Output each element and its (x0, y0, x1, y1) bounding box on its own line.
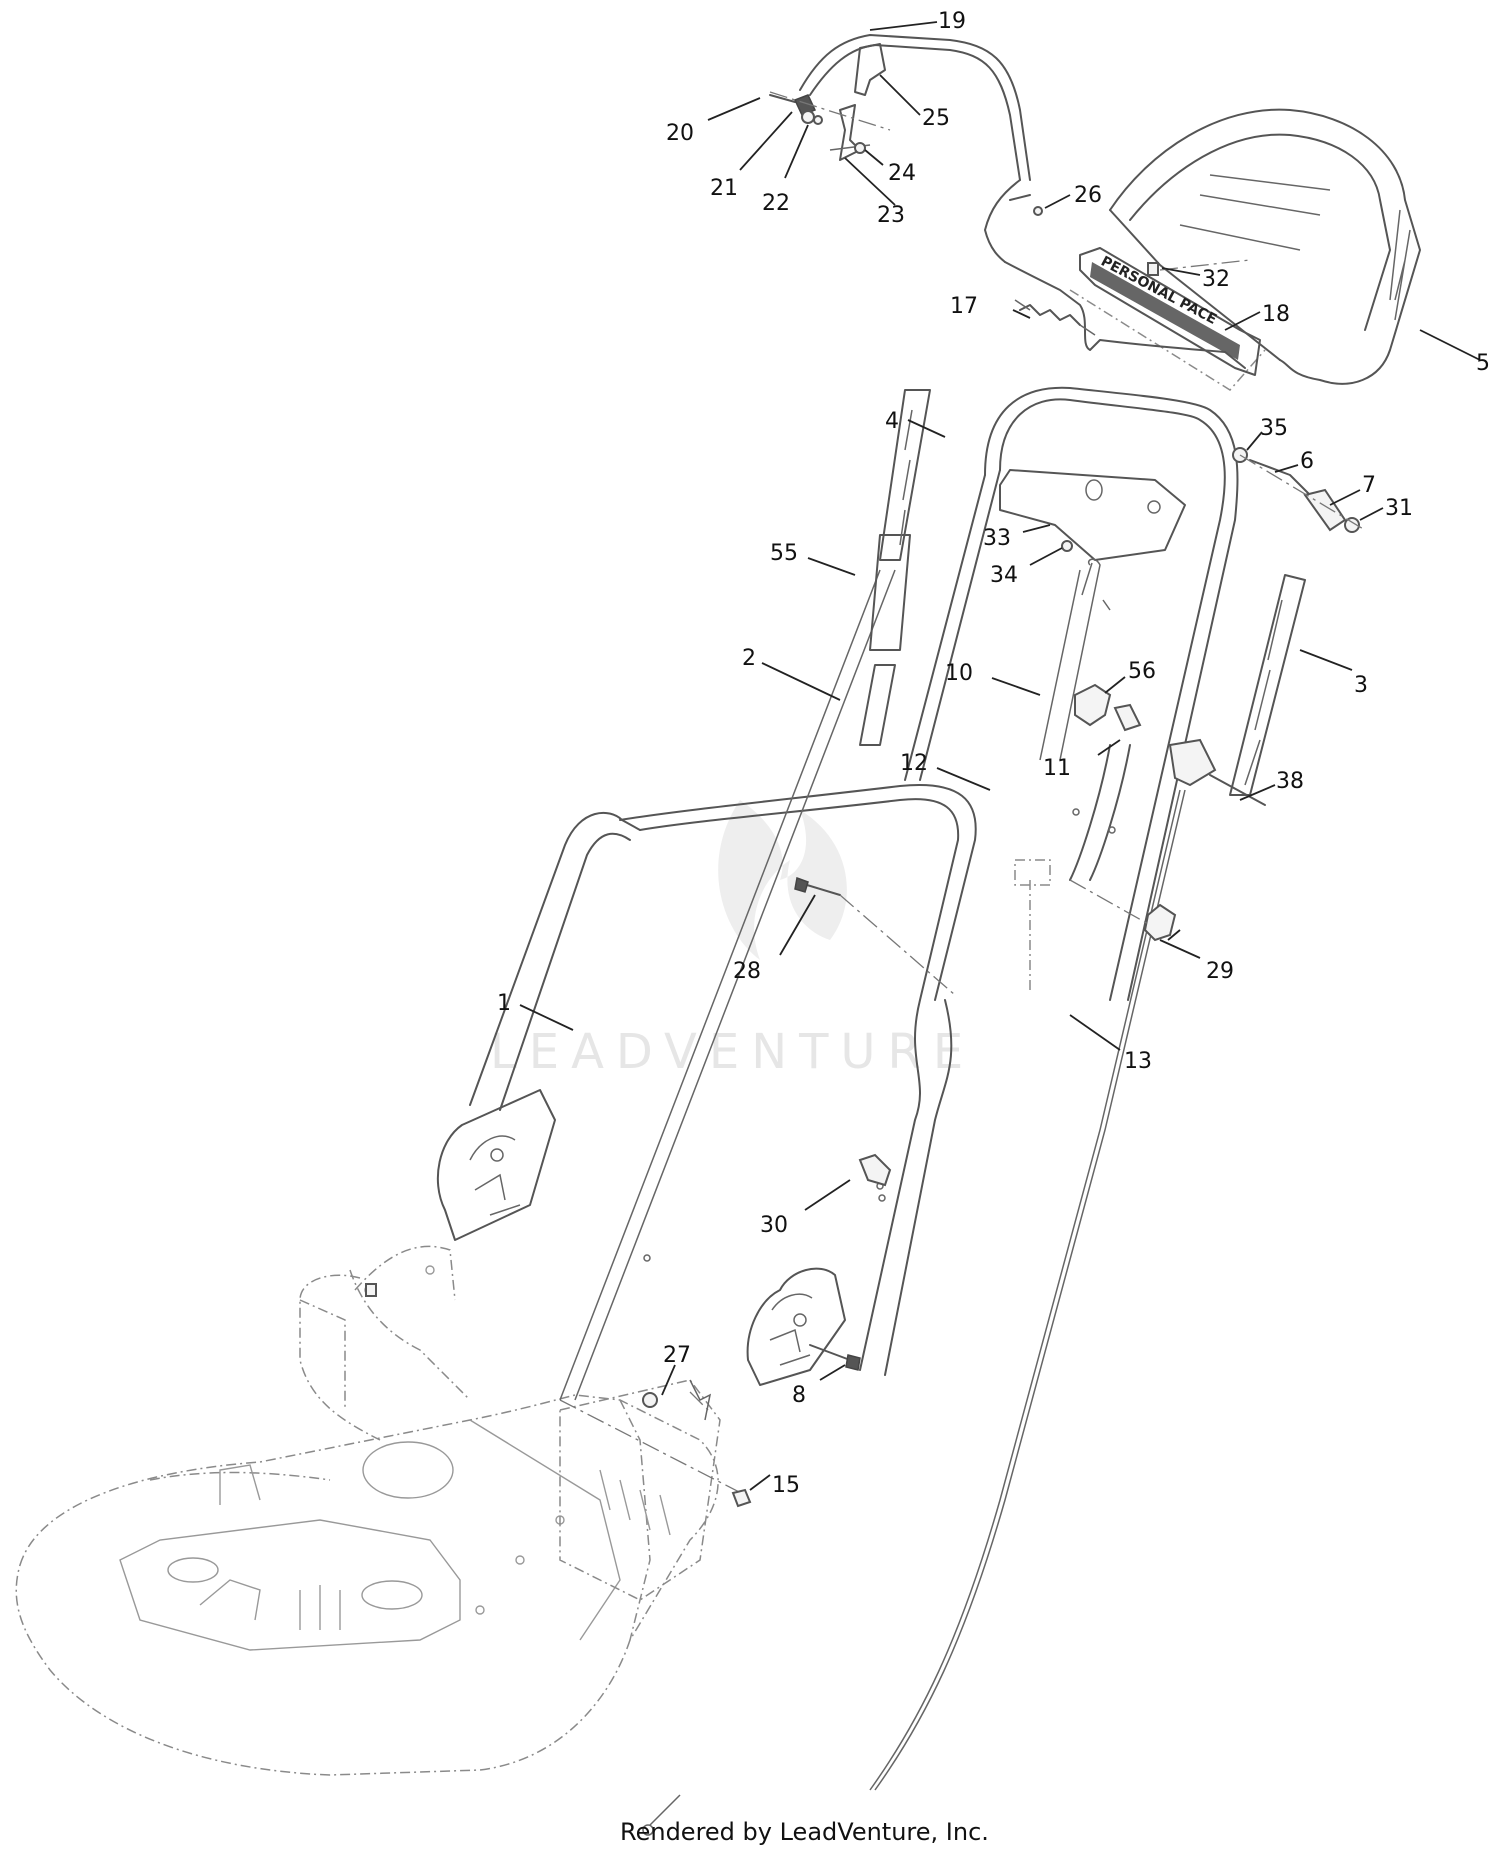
callout-34: 34 (990, 563, 1018, 588)
callout-13: 13 (1124, 1049, 1152, 1074)
callout-8: 8 (792, 1383, 806, 1408)
callout-33: 33 (983, 526, 1011, 551)
callout-32: 32 (1202, 267, 1230, 292)
watermark-flame-icon (718, 800, 847, 960)
callout-31: 31 (1385, 496, 1413, 521)
callout-29: 29 (1206, 959, 1234, 984)
callout-12: 12 (900, 751, 928, 776)
watermark: LEADVENTURE (490, 800, 975, 1080)
spring (1014, 299, 1096, 336)
lever-nut (854, 142, 866, 154)
knob-56 (1074, 683, 1112, 727)
callout-18: 18 (1262, 302, 1290, 327)
bracket-30 (858, 1153, 892, 1187)
upper-handle (859, 386, 1239, 1001)
washer (813, 115, 823, 125)
deck-bolt (365, 1283, 377, 1297)
callout-25: 25 (922, 106, 950, 131)
leader-lines (519, 21, 1481, 1491)
callout-10: 10 (945, 661, 973, 686)
handle-grip-top (1069, 108, 1421, 391)
callout-21: 21 (710, 176, 738, 201)
callout-17: 17 (950, 294, 978, 319)
callout-7: 7 (1362, 473, 1376, 498)
callout-28: 28 (733, 959, 761, 984)
callout-19: 19 (938, 9, 966, 34)
personal-pace-decal: PERSONAL PACE (1079, 247, 1261, 376)
watermark-text: LEADVENTURE (490, 1024, 975, 1080)
callout-27: 27 (663, 1343, 691, 1368)
callout-15: 15 (772, 1473, 800, 1498)
bushing (801, 110, 815, 124)
panel-screw (1061, 540, 1073, 552)
callout-35: 35 (1260, 416, 1288, 441)
callout-22: 22 (762, 191, 790, 216)
clamp-11 (1113, 703, 1142, 732)
callout-24: 24 (888, 161, 916, 186)
callout-56: 56 (1128, 659, 1156, 684)
callout-23: 23 (877, 203, 905, 228)
callout-30: 30 (760, 1213, 788, 1238)
bar-clip (1033, 206, 1043, 216)
callout-20: 20 (666, 121, 694, 146)
callout-5: 5 (1476, 351, 1490, 376)
callout-1: 1 (497, 991, 511, 1016)
callout-11: 11 (1043, 756, 1071, 781)
lower-handle (436, 569, 977, 1401)
callout-55: 55 (770, 541, 798, 566)
nut-27 (642, 1392, 658, 1408)
washer-31 (1344, 517, 1360, 533)
traction-cable (642, 789, 1186, 1836)
mower-deck (15, 1245, 719, 1776)
nut-15 (731, 1488, 752, 1508)
hardware (642, 447, 1366, 1508)
callout-6: 6 (1300, 449, 1314, 474)
callout-2: 2 (742, 646, 756, 671)
grip-screw (1147, 262, 1159, 276)
bushing-7 (1303, 488, 1347, 532)
callout-4: 4 (885, 409, 899, 434)
footer-credit: Rendered by LeadVenture, Inc. (620, 1818, 989, 1846)
control-bar (769, 34, 1246, 369)
cable-housing (1168, 738, 1217, 787)
knob-29 (1143, 903, 1177, 942)
callout-26: 26 (1074, 183, 1102, 208)
callout-38: 38 (1276, 769, 1304, 794)
callouts: 19 20 21 22 23 24 25 26 32 17 18 5 4 35 … (497, 9, 1490, 1498)
handle-mount-bracket (559, 1379, 746, 1601)
callout-3: 3 (1354, 673, 1368, 698)
